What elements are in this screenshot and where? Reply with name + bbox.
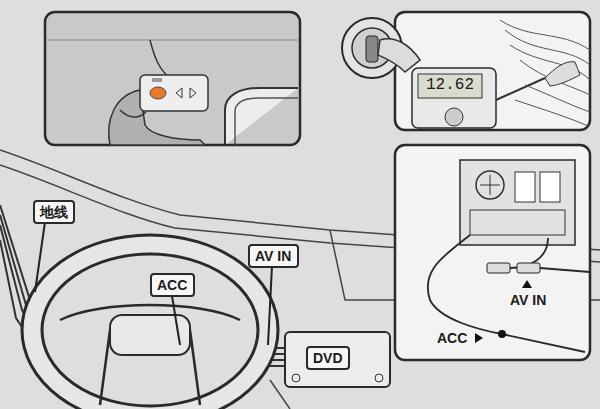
dashcam-panel-part	[150, 87, 166, 99]
ground-callout: 地线	[33, 200, 75, 224]
node-text: DVD	[313, 350, 343, 366]
multimeter-panel-part	[445, 108, 463, 126]
dashcam-panel-part	[140, 75, 208, 111]
steering-wheel	[22, 235, 278, 409]
wiring-panel-part	[480, 175, 500, 195]
leader-line-part	[172, 296, 180, 345]
wiring-panel-part	[515, 172, 535, 202]
meter-reading: 12.62	[426, 77, 474, 93]
node-text: 地线	[40, 204, 68, 220]
dashcam-panel	[45, 12, 300, 145]
multimeter-panel-part-part	[505, 30, 590, 65]
node-text: AV IN	[255, 248, 292, 264]
wiring-panel-part	[487, 263, 510, 273]
leader-line-part	[268, 266, 272, 345]
signal-name: AV IN	[510, 292, 546, 308]
multimeter-panel-part	[378, 39, 420, 72]
dvd-label: DVD	[306, 346, 350, 370]
wiring-panel-part	[517, 263, 540, 273]
signal-name: ACC	[437, 330, 467, 346]
wiring-panel-part-part	[540, 268, 590, 272]
wiring-panel-part	[475, 333, 483, 343]
multimeter-panel-part-part	[500, 20, 590, 50]
multimeter-panel-part	[500, 20, 590, 126]
leader-line	[35, 222, 272, 345]
multimeter-panel-part	[496, 78, 545, 100]
multimeter-panel-part	[418, 74, 482, 98]
multimeter-panel-part-part	[515, 100, 588, 126]
dashcam-panel-part	[235, 98, 298, 145]
multimeter-panel	[342, 12, 590, 130]
wiring-panel-part	[470, 210, 565, 235]
wiring-panel-part	[460, 160, 575, 245]
leader-line-part	[35, 222, 45, 292]
steering-wheel-part	[22, 235, 278, 409]
wiring-panel-part	[522, 280, 532, 288]
node-text: ACC	[157, 277, 188, 293]
wiring-panel-part	[476, 171, 504, 199]
wiring-panel-part-part	[428, 235, 585, 352]
head-unit-part	[292, 374, 300, 382]
multimeter-panel-part-part	[525, 85, 590, 112]
wiring-panel	[395, 145, 590, 360]
head-unit-part	[375, 374, 383, 382]
steering-wheel-part	[42, 254, 258, 406]
dashcam-panel-part	[150, 40, 170, 78]
multimeter-panel-part	[545, 62, 580, 86]
multimeter-panel-part	[412, 68, 496, 128]
wiring-panel-part	[540, 172, 560, 202]
dashcam-panel-part	[45, 12, 300, 145]
wiring-panel-part	[428, 235, 590, 352]
dashcam-panel-part	[225, 88, 298, 145]
multimeter-panel-part	[395, 12, 590, 130]
av-in-callout: AV IN	[248, 244, 299, 268]
acc-callout: ACC	[150, 273, 195, 297]
dashcam-panel-part	[152, 78, 162, 82]
dashcam-panel-part	[47, 40, 298, 41]
wiring-panel-part	[395, 145, 590, 360]
multimeter-panel-part	[366, 36, 378, 62]
multimeter-panel-part-part	[520, 60, 590, 95]
dashcam-panel-part	[176, 88, 196, 98]
head-unit-part	[285, 332, 390, 387]
dashcam-panel-part	[120, 110, 146, 117]
head-unit	[285, 332, 390, 387]
wiring-panel-part	[498, 330, 506, 338]
